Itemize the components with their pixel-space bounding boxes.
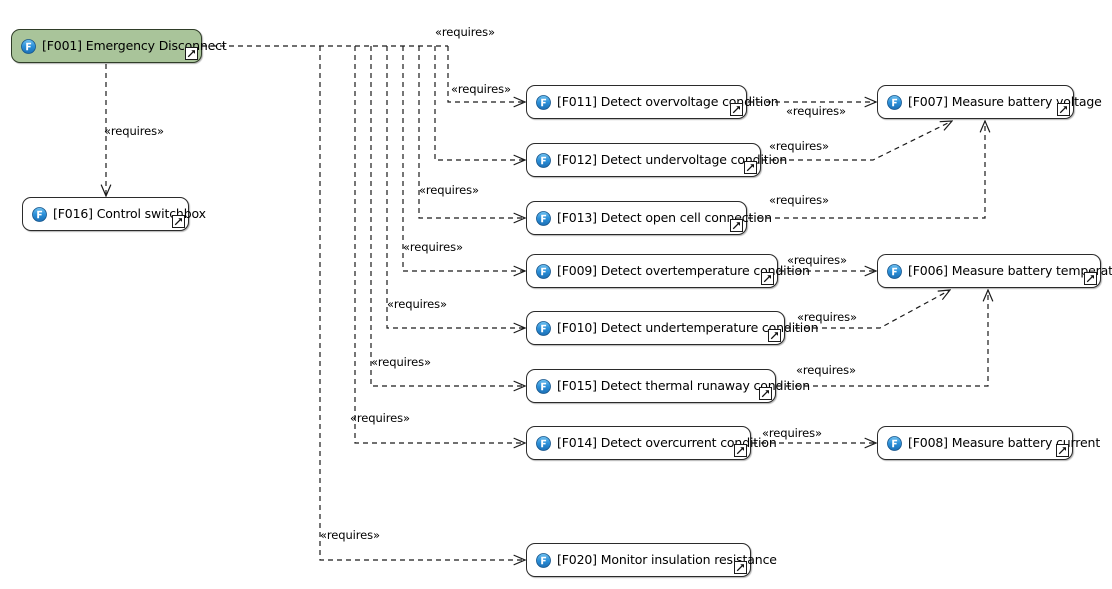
open-in-new-arrow-icon[interactable] [1057,103,1070,116]
edge-label-requires: «requires» [762,426,822,440]
open-in-new-arrow-icon[interactable] [759,387,772,400]
edge-f001-f014 [354,46,525,443]
node-f011[interactable]: [F011] Detect overvoltage condition [526,85,779,119]
open-in-new-arrow-icon[interactable] [730,219,743,232]
function-icon-F [536,320,551,336]
node-label: [F008] Measure battery current [908,434,1101,450]
open-in-new-arrow-icon[interactable] [734,561,747,574]
edge-f001-f011 [447,46,525,102]
node-label: [F020] Monitor insulation resistance [557,551,777,567]
function-icon-F [887,94,902,110]
open-in-new-arrow-icon[interactable] [172,215,185,228]
open-in-new-arrow-icon[interactable] [761,272,774,285]
node-f001[interactable]: [F001] Emergency Disconnect [11,29,227,63]
node-label: [F011] Detect overvoltage condition [557,93,779,109]
open-in-new-arrow-icon[interactable] [744,161,757,174]
function-icon-F [536,552,551,568]
function-icon-F [536,152,551,168]
edge-label-requires: «requires» [435,25,495,39]
function-icon-F [21,38,36,54]
node-f006[interactable]: [F006] Measure battery temperature [877,254,1112,288]
open-in-new-arrow-icon[interactable] [1084,272,1097,285]
function-icon-F [536,378,551,394]
function-icon-F [536,94,551,110]
function-icon-F [536,210,551,226]
node-f016[interactable]: [F016] Control switchbox [22,197,206,231]
edge-f001-f013 [418,46,525,218]
edge-f001-f012 [434,46,525,160]
node-label: [F012] Detect undervoltage condition [557,151,788,167]
edge-label-requires: «requires» [419,183,479,197]
function-icon-F [887,435,902,451]
edge-f001-f009 [402,46,525,271]
node-label: [F010] Detect undertemperature condition [557,319,819,335]
edge-label-requires: «requires» [350,411,410,425]
node-f020[interactable]: [F020] Monitor insulation resistance [526,543,777,577]
open-in-new-arrow-icon[interactable] [1056,444,1069,457]
node-label: [F015] Detect thermal runaway condition [557,377,810,393]
open-in-new-arrow-icon[interactable] [730,103,743,116]
open-in-new-arrow-icon[interactable] [734,444,747,457]
node-label: [F014] Detect overcurrent condition [557,434,777,450]
edge-label-requires: «requires» [797,310,857,324]
edge-f015-f006 [777,290,988,387]
node-f012[interactable]: [F012] Detect undervoltage condition [526,143,787,177]
node-f014[interactable]: [F014] Detect overcurrent condition [526,426,777,460]
edge-label-requires: «requires» [451,82,511,96]
edge-label-requires: «requires» [387,297,447,311]
node-f008[interactable]: [F008] Measure battery current [877,426,1100,460]
edge-label-requires: «requires» [769,193,829,207]
node-label: [F013] Detect open cell connection [557,209,772,225]
node-label: [F007] Measure battery voltage [908,93,1102,109]
function-icon-F [536,435,551,451]
node-f015[interactable]: [F015] Detect thermal runaway condition [526,369,810,403]
edge-f013-f007 [748,121,985,219]
edge-f001-f010 [386,46,525,328]
edge-f001-f020 [319,46,525,560]
node-label: [F006] Measure battery temperature [908,262,1112,278]
node-f010[interactable]: [F010] Detect undertemperature condition [526,311,819,345]
edge-f010-f006 [786,290,950,329]
edge-f001-f015 [370,46,525,386]
node-f007[interactable]: [F007] Measure battery voltage [877,85,1102,119]
edge-label-requires: «requires» [769,139,829,153]
node-f009[interactable]: [F009] Detect overtemperature condition [526,254,810,288]
edge-f012-f007 [762,121,952,161]
edge-label-requires: «requires» [320,528,380,542]
node-label: [F016] Control switchbox [53,205,206,221]
node-f013[interactable]: [F013] Detect open cell connection [526,201,772,235]
edge-label-requires: «requires» [104,124,164,138]
edge-label-requires: «requires» [786,104,846,118]
node-label: [F009] Detect overtemperature condition [557,262,810,278]
edge-label-requires: «requires» [796,363,856,377]
edge-label-requires: «requires» [371,355,431,369]
function-icon-F [887,263,902,279]
edge-label-requires: «requires» [403,240,463,254]
open-in-new-arrow-icon[interactable] [768,329,781,342]
edge-label-requires: «requires» [787,253,847,267]
function-icon-F [536,263,551,279]
node-label: [F001] Emergency Disconnect [42,37,227,53]
function-icon-F [32,206,47,222]
open-in-new-arrow-icon[interactable] [185,47,198,60]
